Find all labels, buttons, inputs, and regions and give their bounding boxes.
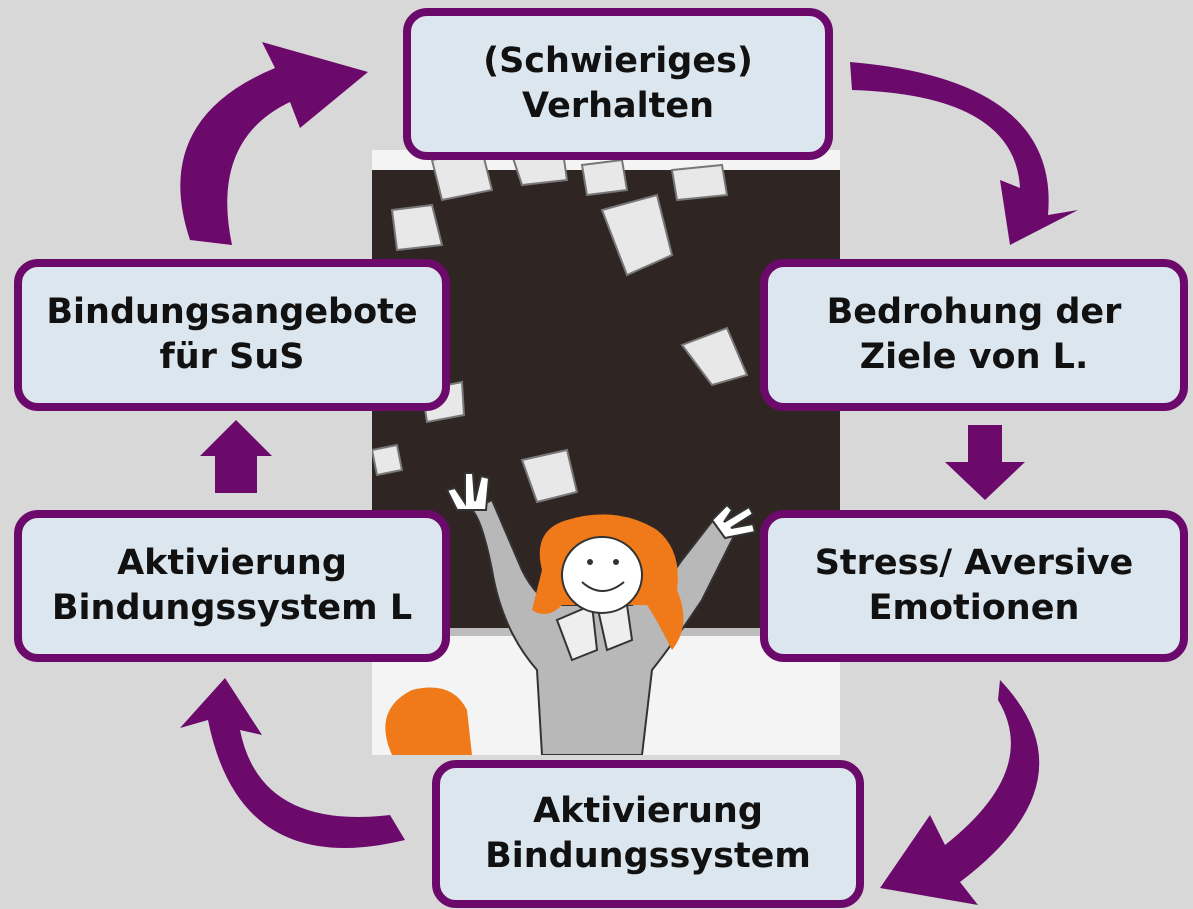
node-label-line2: für SuS: [159, 337, 305, 377]
arrow-left-up: [200, 420, 272, 493]
node-label-line1: (Schwieriges): [483, 40, 753, 81]
node-label-line2: Ziele von L.: [859, 337, 1089, 377]
arrow-left-to-top: [180, 42, 368, 245]
teacher-illustration: [372, 150, 840, 755]
node-label-line1: Aktivierung: [533, 790, 763, 831]
node-stress-emotions: Stress/ Aversive Emotionen: [760, 510, 1188, 662]
arrow-bottom-to-left2: [180, 678, 405, 848]
node-label-line2: Verhalten: [521, 86, 715, 126]
node-label-line2: Bindungssystem L: [51, 588, 413, 628]
arrow-right2-to-bottom: [880, 680, 1040, 905]
node-label-line2: Bindungssystem: [485, 836, 811, 876]
node-label-line1: Stress/ Aversive: [814, 542, 1134, 583]
node-activation-attachment: Aktivierung Bindungssystem: [432, 760, 864, 908]
arrow-top-to-right: [850, 62, 1078, 245]
node-label-line1: Aktivierung: [117, 542, 347, 583]
node-label-line1: Bindungsangebote: [46, 291, 418, 332]
node-activation-attachment-teacher: Aktivierung Bindungssystem L: [14, 510, 450, 662]
node-label-line2: Emotionen: [868, 588, 1080, 628]
node-attachment-offers: Bindungsangebote für SuS: [14, 259, 450, 411]
arrow-right-down: [945, 425, 1025, 500]
node-difficult-behavior: (Schwieriges) Verhalten: [403, 8, 833, 160]
node-label-line1: Bedrohung der: [826, 291, 1122, 332]
node-threat-to-goals: Bedrohung der Ziele von L.: [760, 259, 1188, 411]
